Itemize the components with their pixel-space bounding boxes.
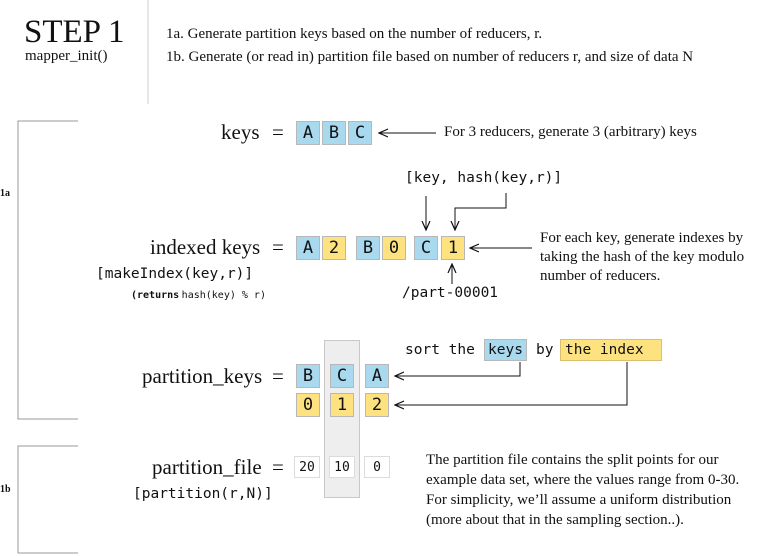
partition-key-cell: A [365,364,389,388]
partition-file-label: partition_file [152,455,262,479]
side-label-1b: 1b [0,484,11,495]
indexed-note-line: taking the hash of the key modulo [540,249,745,265]
partition-file-note-line: For simplicity, we’ll assume a uniform d… [426,492,732,508]
sort-keys-highlight: keys [484,339,527,361]
step-1a-text: 1a. Generate partition keys based on the… [166,26,543,42]
indexed-index-cell: 0 [382,236,406,260]
partition-file-equals: = [272,455,284,479]
indexed-key-cell: B [356,236,380,260]
indexed-key-cell: C [414,236,438,260]
keys-equals: = [272,120,284,144]
indexed-keys-label: indexed keys [150,235,261,259]
step-function: mapper_init() [25,48,108,64]
returns-keyword: (returns [131,290,180,301]
partition-file-note-line: example data set, where the values range… [426,472,740,488]
returns-expression: hash(key) % r) [181,290,266,301]
indexed-keys-equals: = [272,235,284,259]
partition-func: [partition(r,N)] [133,486,273,502]
hash-label: [key, hash(key,r)] [405,170,563,186]
partition-keys-equals: = [272,364,284,388]
keys-cell: C [348,121,372,145]
partition-key-cell: C [330,364,354,388]
side-label-1a: 1a [0,188,10,199]
keys-cell: B [322,121,346,145]
partition-file-value: 0 [364,456,390,478]
sort-by-word: by [536,342,554,358]
indexed-note-line: number of reducers. [540,268,661,284]
partition-key-cell: B [296,364,320,388]
partition-file-value: 20 [294,456,320,478]
returns-note: (returns hash(key) % r) [131,290,266,301]
part-path: /part-00001 [402,285,499,301]
indexed-note-line: For each key, generate indexes by [540,230,744,246]
bracket-1b [17,445,78,554]
indexed-index-cell: 1 [441,236,465,260]
step-title: STEP 1 [24,14,125,50]
bracket-1a [17,120,78,420]
partition-index-cell: 0 [296,393,320,417]
make-index-func: [makeIndex(key,r)] [96,266,254,282]
indexed-key-cell: A [296,236,320,260]
keys-label: keys [221,120,260,144]
partition-index-cell: 1 [330,393,354,417]
keys-note: For 3 reducers, generate 3 (arbitrary) k… [444,124,697,140]
indexed-index-cell: 2 [322,236,346,260]
partition-index-cell: 2 [365,393,389,417]
hash-arrow-index [455,193,507,230]
keys-cell: A [296,121,320,145]
sort-index-highlight: the index [560,339,662,361]
sort-index-arrow [395,362,628,405]
partition-file-note-line: The partition file contains the split po… [426,452,719,468]
partition-keys-label: partition_keys [142,364,263,388]
sort-word: sort the [405,342,475,358]
partition-file-value: 10 [329,456,355,478]
partition-file-note-line: (more about that in the sampling section… [426,512,684,528]
step-1b-text: 1b. Generate (or read in) partition file… [166,49,694,65]
sort-keys-arrow [395,362,521,376]
